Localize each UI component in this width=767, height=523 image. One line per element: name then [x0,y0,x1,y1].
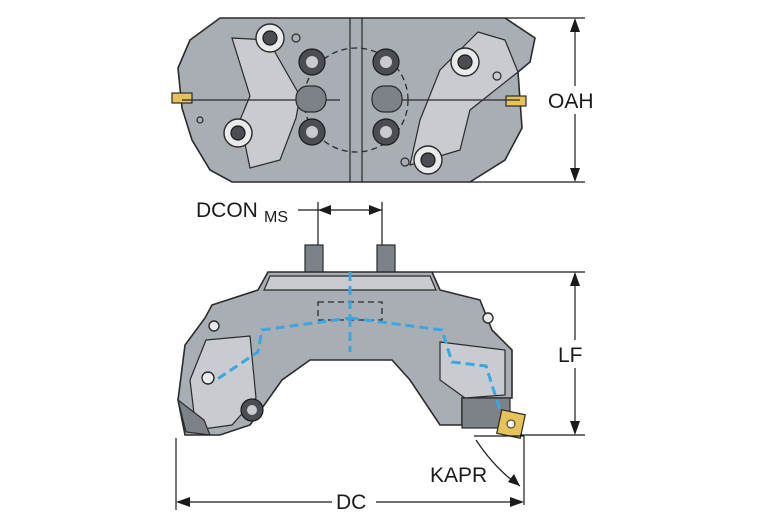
side-view [176,244,526,439]
coolant-channel [215,272,502,411]
top-hole-3 [196,116,204,124]
top-screw-4 [413,145,443,175]
lf-dimension: LF [432,271,594,436]
top-bolt-2 [372,48,400,76]
top-bolt-1 [298,48,326,76]
right-pocket [409,31,519,166]
top-hole-2 [492,71,502,81]
kapr-dimension: KAPR [430,435,525,505]
side-cutting-edge-left [176,398,211,436]
top-insert-right [505,95,527,107]
oah-label: OAH [548,90,594,113]
top-hole-4 [400,157,410,167]
top-hole-1 [291,33,301,43]
top-screw-1 [255,23,285,53]
dcon-dimension: DCON MS [196,199,383,245]
side-hole-right [482,312,494,324]
top-screw-3 [450,47,480,77]
side-screw-left [240,398,264,422]
dc-dimension: DC [175,438,524,514]
top-slot-left [295,85,327,113]
side-pocket-left [189,335,257,431]
top-view [171,17,536,183]
side-hole-top-left [208,320,220,332]
top-slot-right [371,85,403,113]
top-insert-left [171,92,193,104]
side-hole-left [201,371,215,385]
side-insert [496,409,526,439]
side-pocket-right [439,341,506,399]
top-screw-2 [223,118,253,148]
top-bolt-4 [372,118,400,146]
drive-pin-right [376,244,396,276]
side-view-body [177,271,513,436]
lf-label: LF [558,344,583,367]
drive-pin-left [304,244,324,276]
side-flange [263,275,437,291]
kapr-label: KAPR [430,464,487,487]
dcon-subscript: MS [264,209,288,226]
dc-label: DC [336,491,366,514]
top-bolt-3 [298,118,326,146]
oah-dimension: OAH [470,17,604,183]
dcon-label: DCON [196,199,258,222]
